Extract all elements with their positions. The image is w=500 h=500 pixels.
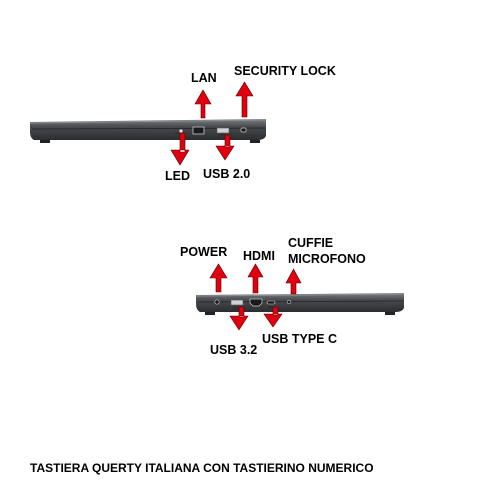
label-security-lock: SECURITY LOCK	[234, 64, 336, 78]
arrow-down-usb2-icon	[215, 134, 235, 161]
led-indicator-icon	[179, 129, 183, 133]
laptop-left-body	[30, 119, 266, 140]
arrow-down-led-icon	[170, 132, 190, 166]
laptop-left-foot	[40, 140, 50, 143]
laptop-left-foot	[250, 140, 260, 143]
audio-jack-icon	[286, 299, 292, 305]
laptop-right-lid-line	[195, 293, 405, 297]
usb2-port-icon	[216, 127, 230, 134]
usb-type-c-port-icon	[266, 300, 276, 305]
arrow-up-cuffie-microfono-icon	[285, 268, 302, 295]
label-microfono: MICROFONO	[288, 252, 366, 266]
lan-port-icon	[192, 126, 205, 135]
laptop-right-body	[196, 293, 404, 312]
footer-keyboard-note: TASTIERA QUERTY ITALIANA CON TASTIERINO …	[30, 461, 374, 475]
hdmi-port-icon	[249, 298, 263, 307]
label-power: POWER	[180, 245, 228, 259]
arrows	[170, 81, 302, 331]
label-lan: LAN	[191, 71, 217, 85]
arrow-up-hdmi-icon	[247, 263, 264, 294]
arrow-up-power-icon	[209, 263, 228, 293]
laptop-right-side-view	[195, 293, 405, 315]
label-cuffie: CUFFIE	[288, 236, 334, 250]
power-jack-icon	[214, 299, 220, 305]
label-usb-type-c: USB TYPE C	[262, 332, 338, 346]
arrow-down-usb-type-c-icon	[263, 306, 283, 328]
label-usb32: USB 3.2	[210, 343, 258, 357]
arrow-up-lan-icon	[194, 89, 212, 119]
arrow-down-usb32-icon	[229, 306, 249, 331]
usb32-port-icon	[230, 299, 244, 306]
laptop-left-lid-line	[29, 119, 267, 124]
laptop-right-foot	[385, 312, 395, 315]
laptop-right-foot	[205, 312, 215, 315]
label-led: LED	[165, 169, 190, 183]
security-lock-slot-icon	[240, 127, 247, 133]
label-usb2: USB 2.0	[203, 167, 251, 181]
label-hdmi: HDMI	[243, 249, 275, 263]
arrow-up-security-lock-icon	[235, 81, 254, 118]
laptop-left-side-view	[29, 119, 267, 143]
